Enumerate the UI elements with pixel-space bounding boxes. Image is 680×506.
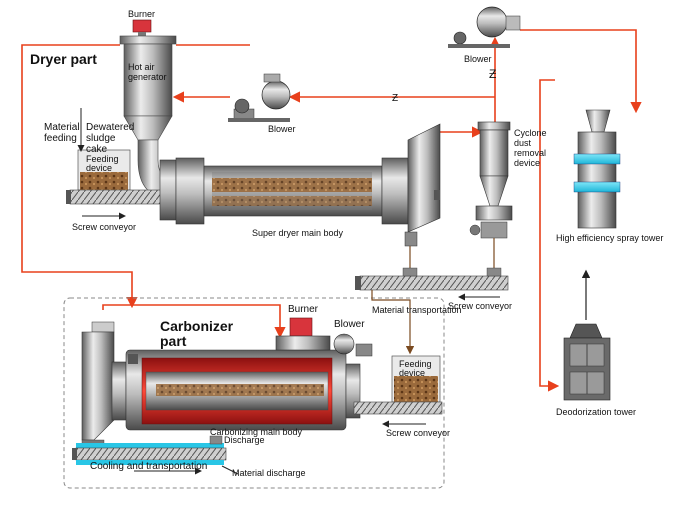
svg-text:Ƶ: Ƶ	[489, 67, 496, 81]
super-dryer-main-body	[159, 123, 441, 247]
super-dryer-label: Super dryer main body	[252, 228, 344, 238]
feeding-device-top	[66, 149, 181, 205]
blower-top-right-label: Blower	[464, 54, 492, 64]
feeding-device-bottom-1: Feeding	[399, 359, 432, 369]
material-feeding-2: feeding	[44, 133, 77, 144]
feeding-device-bottom	[353, 355, 443, 415]
hot-air-label-1: Hot air	[128, 62, 155, 72]
high-efficiency-spray-tower	[573, 109, 621, 229]
line-generator-to-dryer-left	[21, 44, 138, 309]
carbonizer-boundary	[63, 297, 445, 489]
material-feeding-1: Material	[44, 122, 80, 133]
cyclone-label-4: device	[514, 158, 541, 168]
discharge-label: Discharge	[224, 435, 265, 445]
cyclone-label-1: Cyclone	[514, 128, 547, 138]
cooling-conveyor	[72, 435, 227, 465]
blower-bottom-label: Blower	[334, 319, 365, 330]
hot-air-lines	[21, 29, 642, 392]
feeding-device-bottom-2: device	[399, 368, 426, 378]
screw-conveyor-right	[355, 267, 509, 291]
cooling-label: Cooling and transportation	[90, 461, 208, 472]
dewatered-3: cake	[86, 144, 108, 155]
material-discharge-label: Material discharge	[232, 468, 306, 478]
burner-bottom-icon	[289, 317, 313, 337]
line-right-loop	[539, 79, 560, 392]
cyclone-dust-removal-device	[469, 121, 513, 239]
cyclone-label-3: removal	[514, 148, 547, 158]
line-carbonizer-top	[102, 304, 286, 339]
deodorization-tower	[563, 269, 611, 401]
feeding-device-top-2: device	[86, 163, 113, 173]
carbonizer-title-line1: Carbonizer	[160, 318, 234, 334]
screw-conveyor-bottom-label: Screw conveyor	[386, 428, 451, 438]
hot-air-label-2: generator	[128, 72, 167, 82]
dryer-part-title: Dryer part	[30, 51, 97, 67]
burner-bottom-label: Burner	[288, 304, 319, 315]
burner-bottom	[275, 317, 331, 351]
dewatered-1: Dewatered	[86, 122, 135, 133]
cyclone-label-2: dust	[514, 138, 532, 148]
deodorization-label: Deodorization tower	[556, 407, 637, 417]
blower-bottom	[333, 333, 373, 357]
blower-middle-label: Blower	[268, 124, 296, 134]
svg-text:Ƶ: Ƶ	[392, 93, 398, 104]
burner-top-icon	[132, 19, 152, 33]
material-transport-label: Material transportation	[372, 305, 462, 315]
screw-conveyor-bottom	[353, 401, 443, 415]
carbonizer-title-line2: part	[160, 333, 187, 349]
carbonizing-main-body	[81, 321, 361, 451]
carbonizing-body-label: Carbonizing main body	[210, 427, 303, 437]
screw-conveyor-right-label: Screw conveyor	[448, 301, 513, 311]
screw-conveyor-top-label: Screw conveyor	[72, 222, 137, 232]
high-efficiency-label: High efficiency spray tower	[556, 233, 664, 243]
blower-top-right	[448, 6, 521, 48]
dewatered-2: sludge	[86, 133, 116, 144]
burner-top-label: Burner	[128, 9, 156, 19]
line-blower-top-to-tower	[520, 29, 642, 114]
hot-air-generator	[119, 19, 177, 201]
blower-middle	[228, 73, 291, 122]
feeding-device-top-1: Feeding	[86, 154, 119, 164]
